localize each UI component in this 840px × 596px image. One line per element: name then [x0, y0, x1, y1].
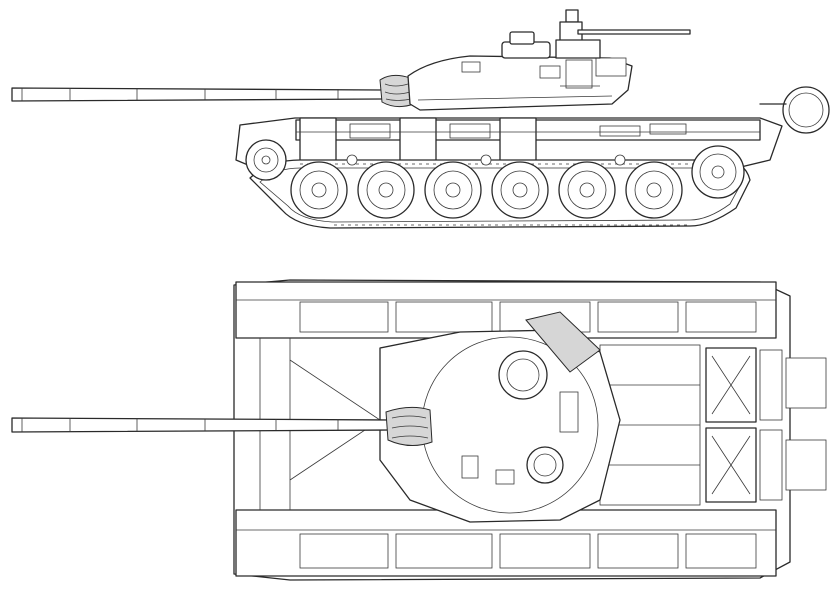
return-roller: [480, 154, 492, 166]
gun-mantlet-cover-top: [385, 406, 433, 446]
rear-stowage-lower: [785, 439, 827, 491]
road-wheel-3: [424, 161, 482, 219]
turret-stowage-roll: [525, 311, 601, 373]
rear-stowage-upper: [785, 357, 827, 409]
road-wheel-2: [357, 161, 415, 219]
road-wheel-4: [491, 161, 549, 219]
top-view: [11, 279, 827, 581]
turret-top: [379, 329, 621, 523]
side-view: [11, 9, 830, 229]
commander-cupola: [501, 9, 691, 59]
road-wheel-5: [558, 161, 616, 219]
drive-sprocket: [691, 145, 745, 199]
road-wheel-1: [290, 161, 348, 219]
machine-gun: [577, 29, 691, 35]
idler-wheel: [245, 139, 287, 181]
return-roller: [614, 154, 626, 166]
gunner-hatch: [526, 446, 564, 484]
main-gun-barrel: [11, 87, 386, 102]
commander-hatch: [498, 350, 548, 400]
rear-drum: [759, 86, 830, 134]
fuel-tank-lower: [705, 427, 757, 503]
return-roller: [346, 154, 358, 166]
main-gun-barrel-top: [11, 417, 391, 433]
road-wheel-6: [625, 161, 683, 219]
turret-side: [407, 55, 633, 111]
hull-side: [235, 117, 783, 173]
fuel-tank-upper: [705, 347, 757, 423]
